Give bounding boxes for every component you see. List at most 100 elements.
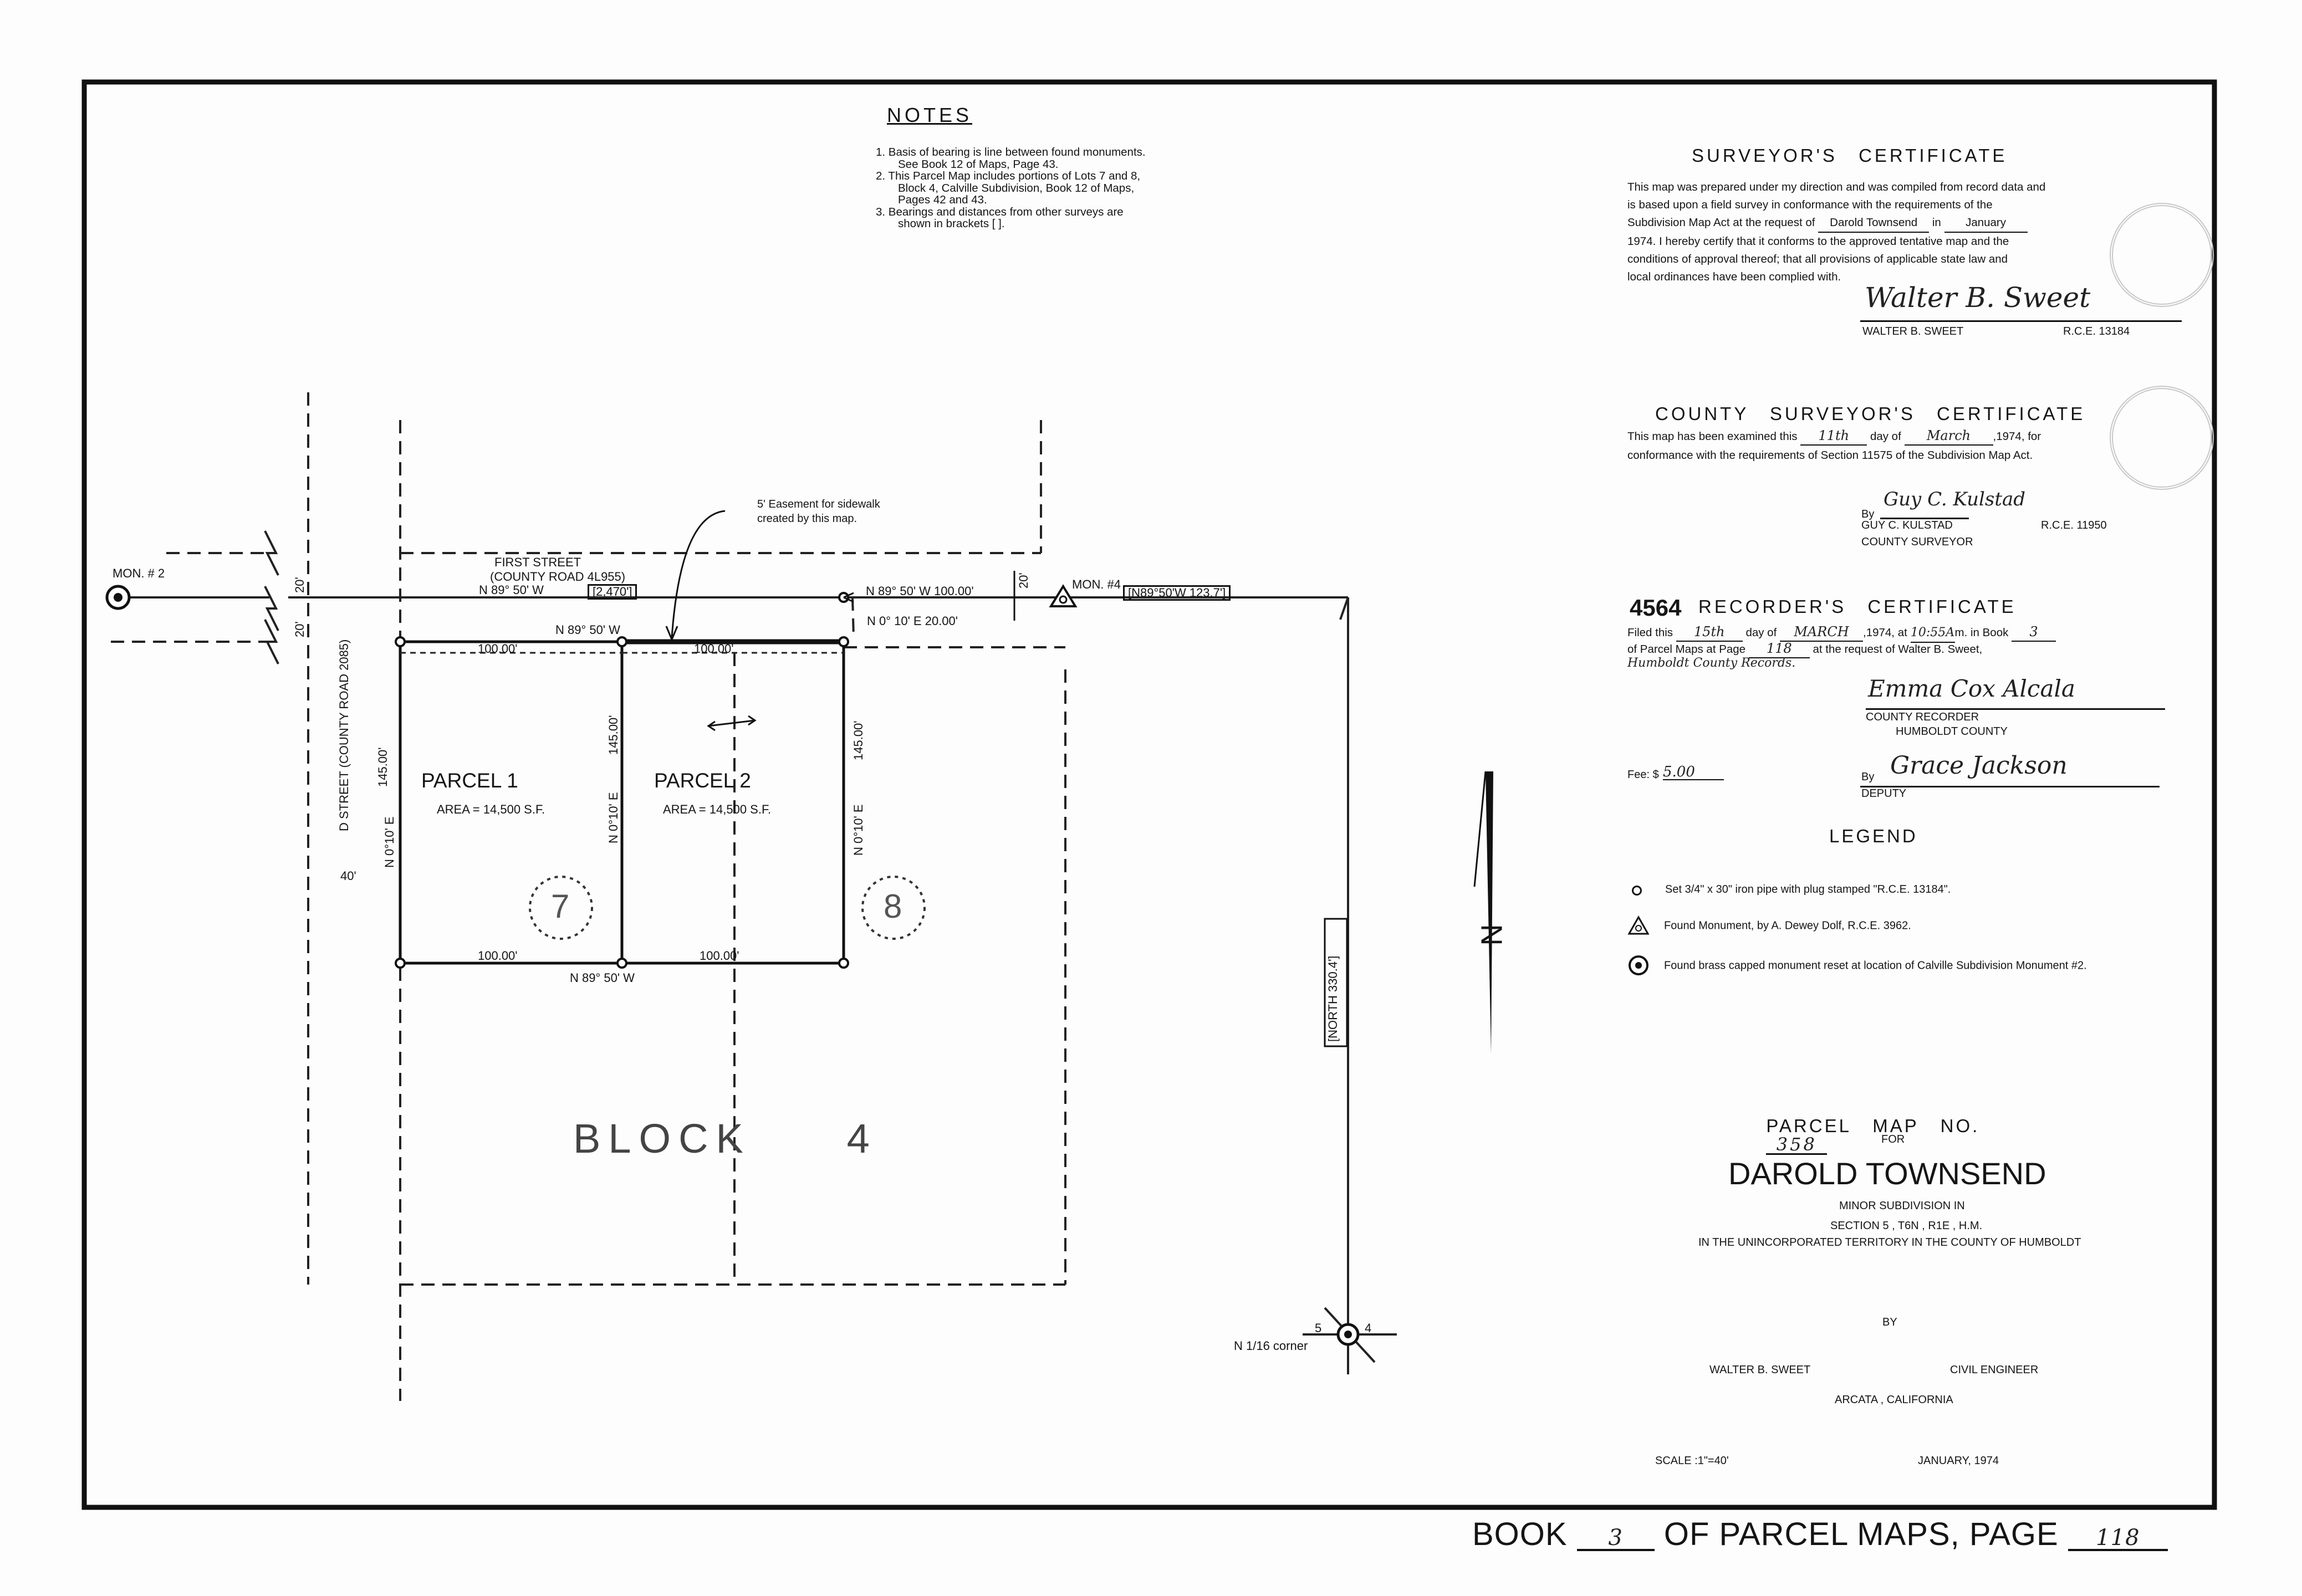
cert-line: This map was prepared under my direction… [1627,181,2046,193]
left-bearing-label: N 0°10' E [382,816,396,868]
engineer-profession: CIVIL ENGINEER [1950,1364,2039,1376]
subdivision-line3: IN THE UNINCORPORATED TERRITORY IN THE C… [1698,1236,2081,1249]
recorder-line2: of Parcel Maps at Page 118 at the reques… [1627,640,1982,658]
county-month: March [1904,427,1993,446]
county-year: ,1974 [1993,430,2022,443]
record-1237-label: [N89°50'W 123.7'] [1123,585,1231,601]
county-surveyor-title: COUNTY SURVEYOR [1861,536,1973,548]
mon2-label: MON. # 2 [113,566,165,580]
surveyor-name: WALTER B. SWEET [1862,325,1964,337]
recorder-title: COUNTY RECORDER [1866,711,1979,723]
street-record-label: [2,470'] [588,584,637,600]
surveyor-cert-title: SURVEYOR'S CERTIFICATE [1692,145,2008,166]
deputy-label: DEPUTY [1861,787,1907,800]
section-5-label: 5 [1315,1321,1322,1335]
cert-line-request: Subdivision Map Act at the request of Da… [1627,214,2171,233]
street-bearing-label: N 89° 50' W [479,583,544,597]
bearing-n8950-100: N 89° 50' W 100.00' [866,584,974,598]
dim-20-right: 20' [1017,572,1030,589]
surveyor-signature-line [1860,320,2182,322]
legend-item: Set 3/4" x 30" iron pipe with plug stamp… [1632,883,1951,896]
dim-20-left: 20' [293,621,307,637]
county-line1-a: This map has been examined this [1627,430,1798,443]
in-word: in [1932,216,1941,229]
bearing-n010e-20: N 0° 10' E 20.00' [867,614,958,628]
note-line: 1. Basis of bearing is line between foun… [876,146,1146,158]
book-footer: BOOK 3 OF PARCEL MAPS, PAGE 118 [1472,1518,2168,1551]
dim-20-top: 20' [293,577,307,593]
county-road-label: (COUNTY ROAD 4L955) [490,570,626,584]
notes-list: 1. Basis of bearing is line between foun… [876,146,1146,230]
recorder-book: 3 [2012,623,2056,642]
right-145-label: 145.00' [851,720,865,761]
parcel2-label: PARCEL 2 [654,769,751,792]
page-number: 118 [2068,1527,2168,1551]
legend-text: Set 3/4" x 30" iron pipe with plug stamp… [1665,883,1951,896]
triangle-monument-icon [1627,915,1650,938]
recorder-day: 15th [1676,623,1743,642]
recorder-year: ,1974, at [1863,626,1907,639]
recorder-line1-a: Filed this [1627,626,1673,639]
cert-line: is based upon a field survey in conforma… [1627,198,1993,211]
engineer-city: ARCATA , CALIFORNIA [1835,1394,1953,1406]
owner-name: DAROLD TOWNSEND [1728,1156,2046,1191]
parcel-map-text: PARCEL MAP NO. [1766,1116,1980,1136]
surveyor-rce: R.C.E. 13184 [2063,325,2130,337]
subdivision-line1: MINOR SUBDIVISION IN [1839,1200,1965,1212]
deputy-signature-line [1860,786,2160,787]
n16-corner-label: N 1/16 corner [1234,1339,1308,1353]
recorder-line2-a: of Parcel Maps at Page [1627,643,1746,656]
parcel-map-number: 358 [1766,1135,1828,1155]
county-cert-title: COUNTY SURVEYOR'S CERTIFICATE [1655,403,2086,424]
note-line: shown in brackets [ ]. [898,217,1005,230]
first-street-label: FIRST STREET [494,555,581,569]
legend-text: Found Monument, by A. Dewey Dolf, R.C.E.… [1664,919,1911,932]
by-label: BY [1882,1316,1897,1328]
fee-label: Fee: $ [1627,769,1659,781]
note-line: 2. This Parcel Map includes portions of … [876,170,1141,182]
dim-100-top-left: 100.00' [478,642,518,656]
request-name: Darold Townsend [1818,214,1930,233]
drawing-border [81,79,2217,1510]
recorder-cert-title: RECORDER'S CERTIFICATE [1698,596,2017,617]
notes-title: NOTES [887,104,973,126]
note-line: See Book 12 of Maps, Page 43. [898,157,1059,171]
map-scale: SCALE :1"=40' [1655,1455,1729,1467]
easement-note-2: created by this map. [757,513,857,525]
note-line: Pages 42 and 43. [898,193,987,206]
right-bearing-label: N 0°10' E [851,804,865,856]
fee-value: 5.00 [1663,765,1724,780]
d-street-label: D STREET (COUNTY ROAD 2085) [337,639,351,831]
recorder-page: 118 [1748,640,1810,658]
north-330-label: [NORTH 330.4'] [1326,955,1340,1042]
book-word: BOOK [1472,1516,1568,1552]
recorder-signature-line [1866,708,2165,710]
county-signature: Guy C. Kulstad [1884,488,2026,510]
deputy-signature: Grace Jackson [1890,751,2068,780]
county-seal-icon [2110,386,2214,490]
surveyor-cert-body: This map was prepared under my direction… [1627,178,2171,286]
request-text: Subdivision Map Act at the request of [1627,216,1815,229]
left-145-label: 145.00' [376,747,390,787]
recorder-month: MARCH [1780,623,1863,642]
mon4-marker [1049,584,1078,607]
brass-monument-icon [1627,954,1650,979]
deputy-by: By [1861,771,1875,783]
recorder-line1-b: day of [1745,626,1777,639]
legend-text: Found brass capped monument reset at loc… [1664,959,2087,972]
recorder-number: 4564 [1630,595,1682,621]
cert-line: 1974. I hereby certify that it conforms … [1627,235,2009,248]
parcel1-area: AREA = 14,500 S.F. [437,802,545,816]
surveyor-seal-icon [2110,203,2214,307]
dim-100-bottom-left: 100.00' [478,949,518,963]
cert-line: local ordinances have been complied with… [1627,270,1841,283]
recorder-line1: Filed this 15th day of MARCH,1974, at 10… [1627,623,2056,643]
bottom-bearing-label: N 89° 50' W [570,971,635,985]
book-page-words: OF PARCEL MAPS, PAGE [1663,1516,2059,1552]
lot-7-label: 7 [551,888,570,925]
recorder-line2-b: at the request of Walter B. Sweet, [1813,643,1983,656]
block-4-label: BLOCK 4 [573,1116,877,1162]
county-by: By [1861,508,1875,520]
note-line: Block 4, Calville Subdivision, Book 12 o… [898,181,1135,195]
